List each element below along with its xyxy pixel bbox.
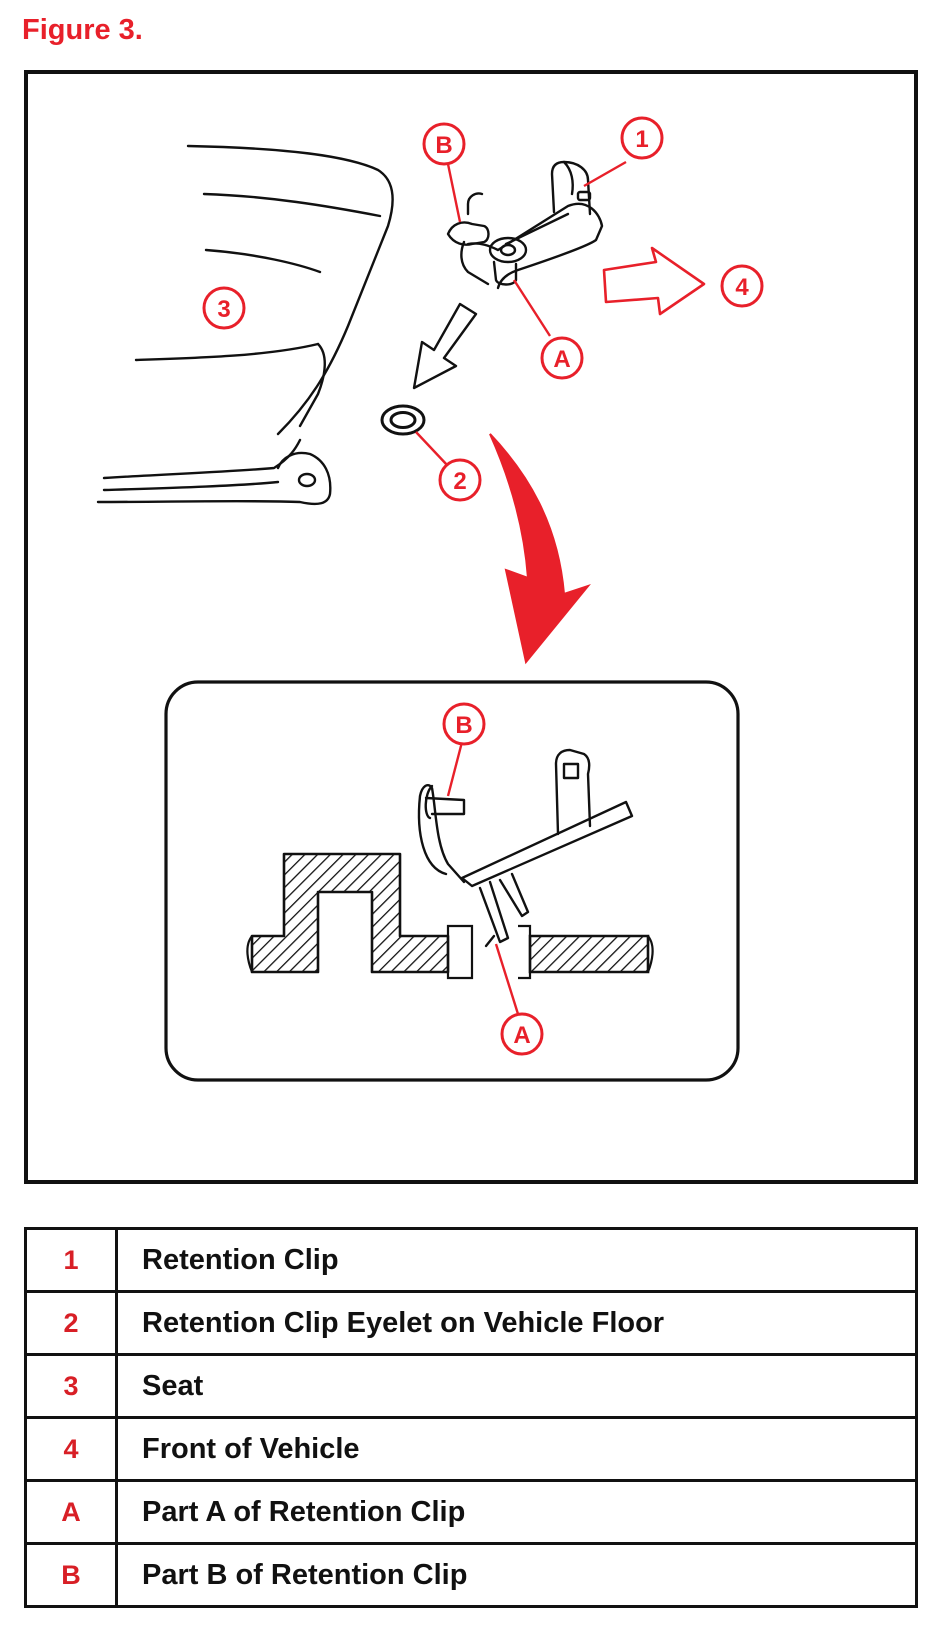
figure-title: Figure 3. <box>22 14 143 46</box>
table-row: A Part A of Retention Clip <box>24 1479 918 1545</box>
legend-description: Part A of Retention Clip <box>115 1479 918 1545</box>
seat-illustration <box>96 144 394 506</box>
callout-4: 4 <box>720 264 764 308</box>
callout-2: 2 <box>438 458 482 502</box>
legend-table: 1 Retention Clip 2 Retention Clip Eyelet… <box>24 1227 918 1608</box>
legend-description: Front of Vehicle <box>115 1416 918 1482</box>
table-row: 1 Retention Clip <box>24 1227 918 1293</box>
detail-view-arrow <box>489 433 591 665</box>
diagram-canvas: 1 B 3 4 A 2 <box>96 116 764 1082</box>
legend-description: Part B of Retention Clip <box>115 1542 918 1608</box>
callout-3: 3 <box>202 286 246 330</box>
legend-key: 4 <box>24 1416 118 1482</box>
callout-leaders <box>415 160 627 467</box>
front-of-vehicle-arrow <box>602 246 706 316</box>
figure-frame: 1 B 3 4 A 2 <box>24 70 918 1184</box>
table-row: 2 Retention Clip Eyelet on Vehicle Floor <box>24 1290 918 1356</box>
legend-key: 1 <box>24 1227 118 1293</box>
callout-A-top: A <box>540 336 584 380</box>
legend-description: Seat <box>115 1353 918 1419</box>
callout-B-detail: B <box>442 702 486 746</box>
legend-key: 3 <box>24 1353 118 1419</box>
callout-1: 1 <box>620 116 664 160</box>
legend-description: Retention Clip Eyelet on Vehicle Floor <box>115 1290 918 1356</box>
legend-key: B <box>24 1542 118 1608</box>
legend-key: A <box>24 1479 118 1545</box>
table-row: 4 Front of Vehicle <box>24 1416 918 1482</box>
callout-A-detail: A <box>500 1012 544 1056</box>
svg-text:A: A <box>513 1022 530 1049</box>
install-direction-arrow <box>412 302 478 390</box>
svg-text:4: 4 <box>735 274 749 301</box>
callout-B-top: B <box>422 122 466 166</box>
retention-clip-illustration <box>446 160 604 290</box>
table-row: 3 Seat <box>24 1353 918 1419</box>
svg-text:2: 2 <box>453 468 466 495</box>
detail-inset: B A <box>164 680 740 1082</box>
svg-text:B: B <box>435 132 452 159</box>
svg-text:1: 1 <box>635 126 648 153</box>
svg-text:B: B <box>455 712 472 739</box>
legend-key: 2 <box>24 1290 118 1356</box>
floor-cross-section-right <box>528 934 650 974</box>
svg-text:3: 3 <box>217 296 230 323</box>
legend-description: Retention Clip <box>115 1227 918 1293</box>
svg-text:A: A <box>553 346 570 373</box>
table-row: B Part B of Retention Clip <box>24 1542 918 1608</box>
eyelet-washer <box>380 404 426 436</box>
